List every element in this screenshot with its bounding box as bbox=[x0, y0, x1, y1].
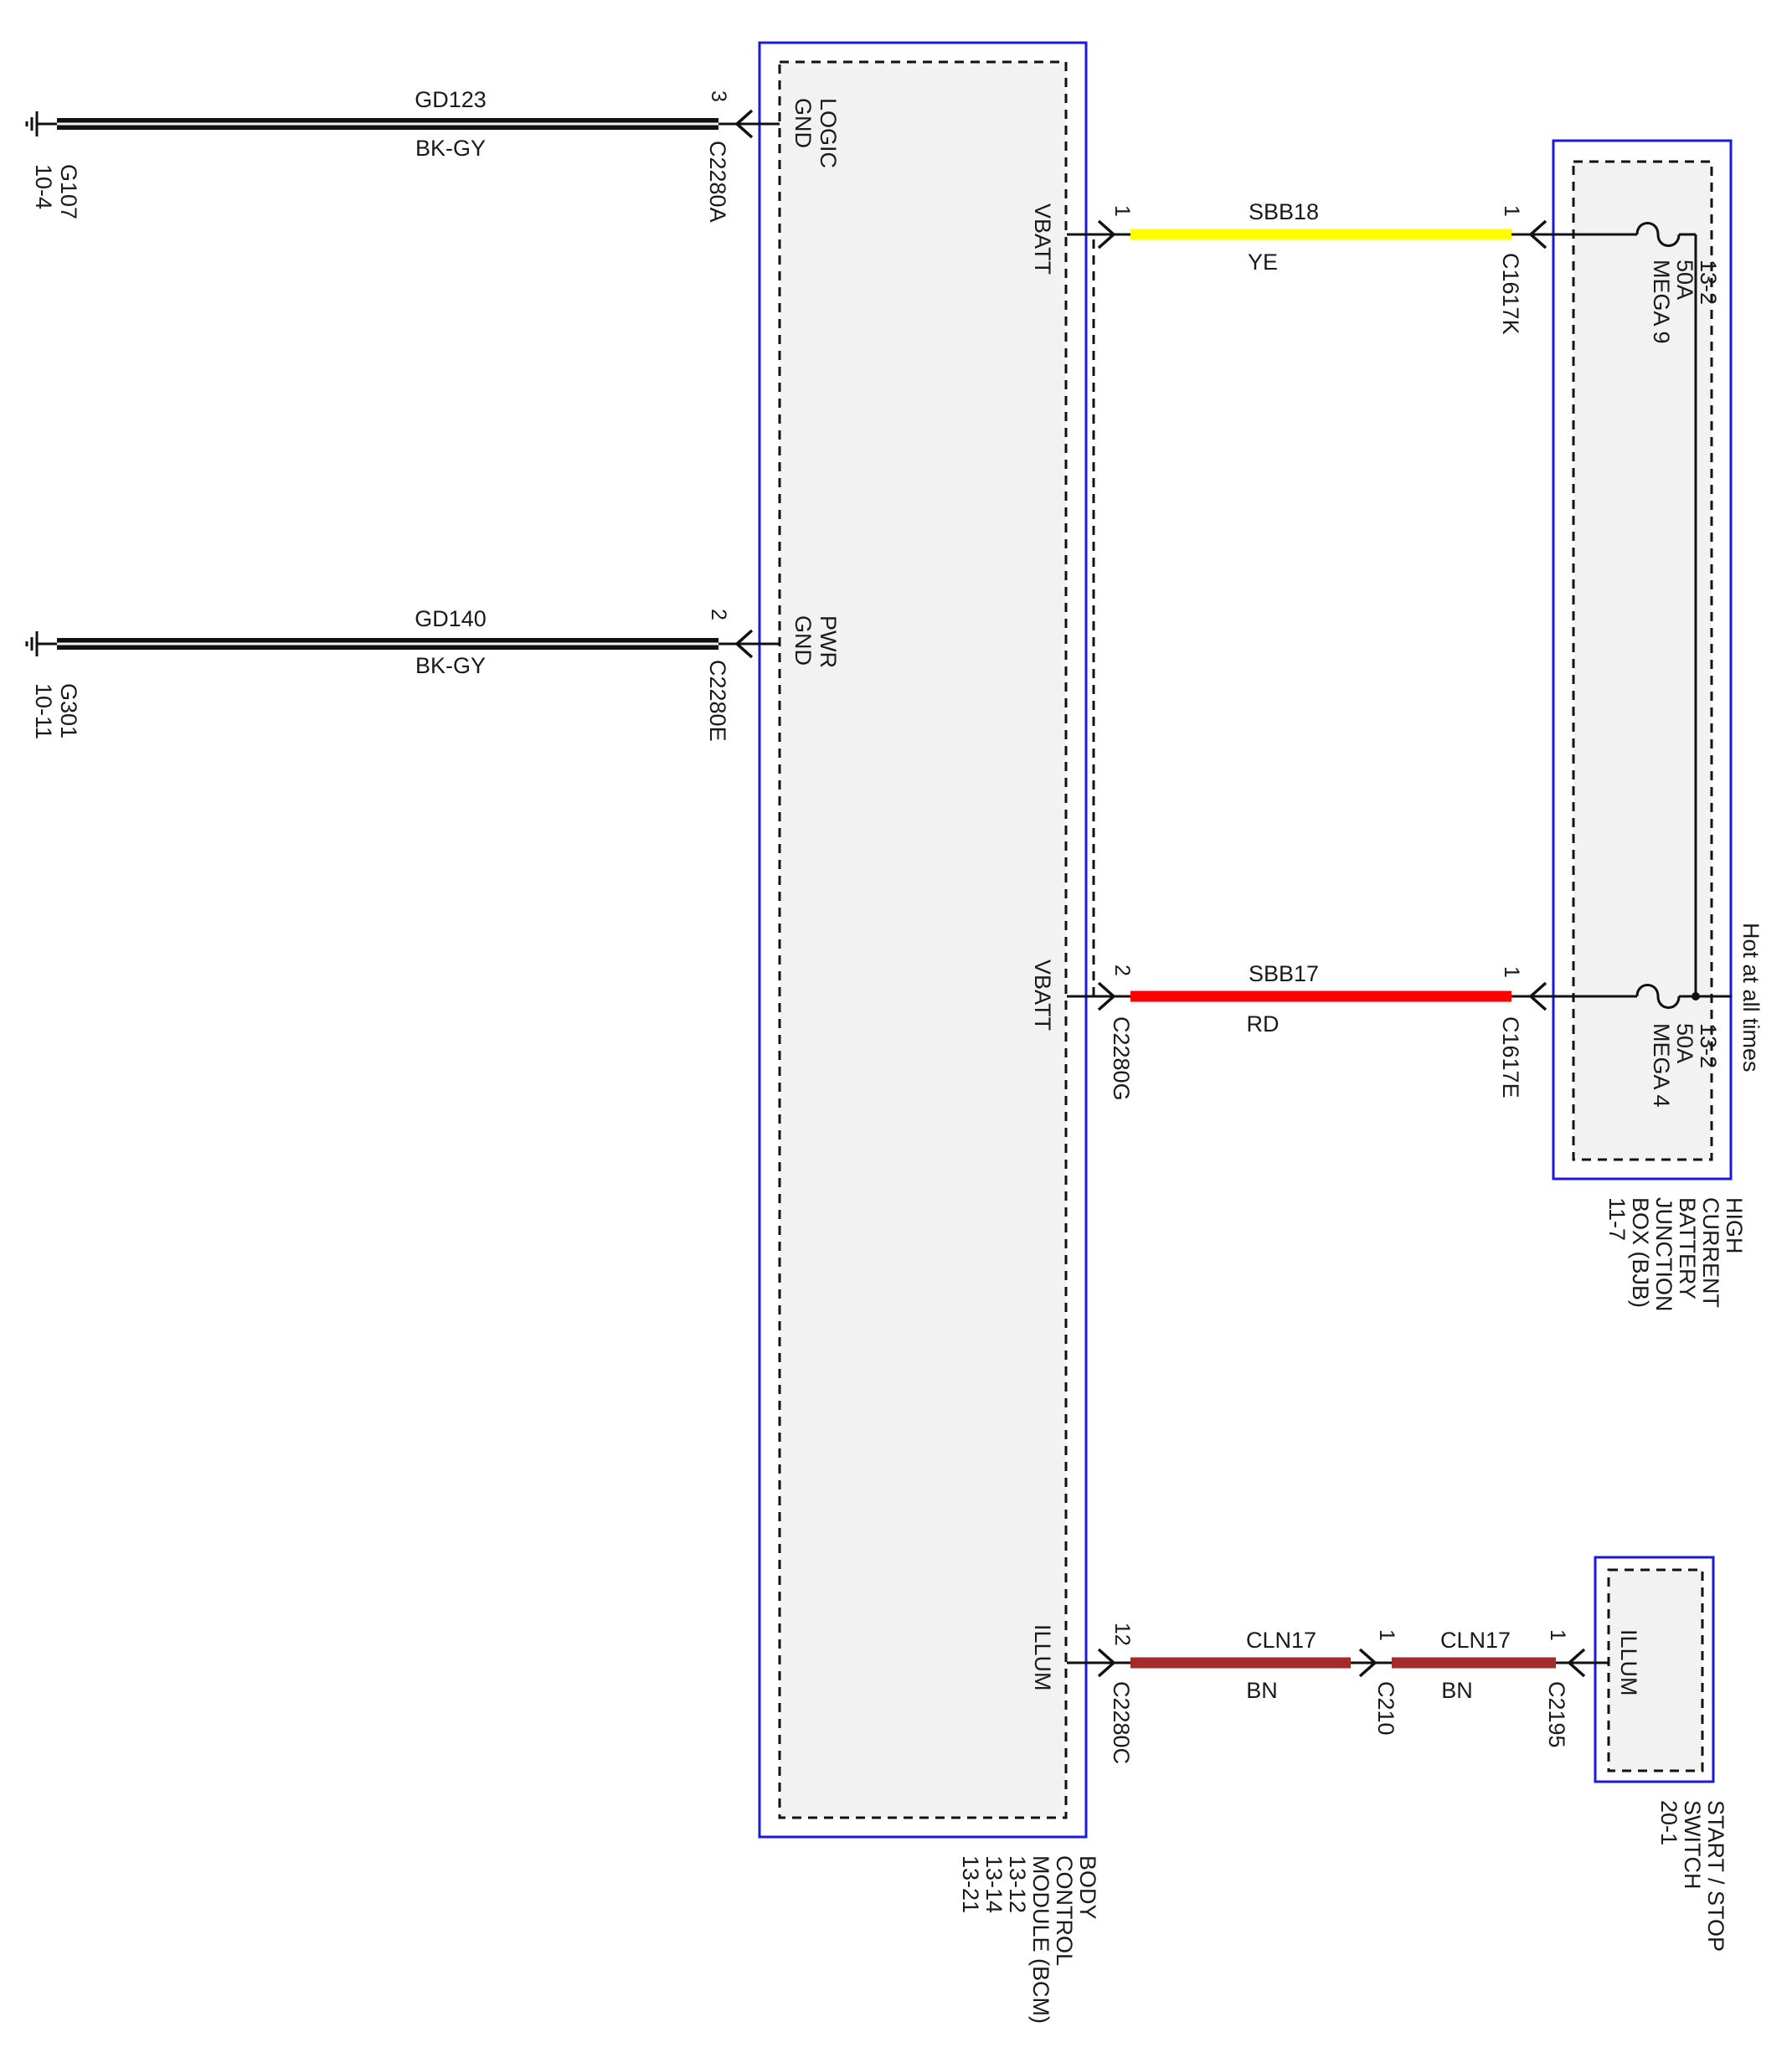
fuse-mega4-icon bbox=[1635, 984, 1681, 1009]
component-label-bjb: HIGH CURRENT BATTERY JUNCTION BOX (BJB) … bbox=[1604, 1197, 1747, 1312]
svg-text:G301: G301 bbox=[56, 683, 81, 738]
pin-2-c2280g: 2 bbox=[1110, 965, 1134, 976]
svg-text:GND: GND bbox=[790, 615, 816, 666]
ground-g107 bbox=[25, 111, 57, 136]
svg-text:BOX (BJB): BOX (BJB) bbox=[1628, 1197, 1653, 1308]
wire-label-sbb17: SBB17 bbox=[1249, 961, 1319, 986]
connector-c2280e-arrow bbox=[734, 629, 754, 659]
pin-1-c210: 1 bbox=[1375, 1629, 1398, 1641]
ground-ref-g107: G107 10-4 bbox=[31, 164, 81, 219]
wire-color-gd123: BK-GY bbox=[415, 136, 486, 161]
bcm-inner bbox=[778, 60, 1068, 1819]
connector-id-c2280e: C2280E bbox=[705, 660, 730, 742]
connector-id-c2280c: C2280C bbox=[1109, 1681, 1134, 1764]
pin-1-c1617k: 1 bbox=[1500, 205, 1523, 217]
ground-ref-g301: G301 10-11 bbox=[31, 683, 81, 739]
svg-text:PWR: PWR bbox=[816, 615, 841, 668]
pin-12-c2280c: 12 bbox=[1110, 1623, 1134, 1646]
ground-icon bbox=[25, 631, 57, 656]
wire-label-gd140: GD140 bbox=[415, 606, 487, 631]
connector-id-c2280a: C2280A bbox=[705, 141, 730, 223]
splice-dot bbox=[1692, 992, 1700, 1001]
connector-id-c210: C210 bbox=[1373, 1681, 1398, 1736]
connector-id-c2280g: C2280G bbox=[1109, 1016, 1134, 1101]
connector-c2195-arrow bbox=[1567, 1648, 1586, 1678]
pin-label-logic-gnd: LOGIC GND bbox=[790, 98, 841, 168]
pin-2-c2280e: 2 bbox=[707, 609, 730, 620]
fuse-mega9-icon bbox=[1635, 222, 1681, 247]
pin-1-c1617e: 1 bbox=[1500, 966, 1523, 978]
battery-junction-box bbox=[1552, 139, 1733, 1181]
svg-text:MODULE (BCM): MODULE (BCM) bbox=[1028, 1855, 1053, 2024]
switch-outline bbox=[1594, 1556, 1715, 1783]
svg-text:CURRENT: CURRENT bbox=[1698, 1197, 1723, 1308]
svg-text:HIGH: HIGH bbox=[1722, 1197, 1747, 1254]
svg-text:SWITCH: SWITCH bbox=[1680, 1800, 1705, 1889]
component-label-start-stop-switch: START / STOP SWITCH 20-1 bbox=[1656, 1800, 1728, 1952]
connector-c2280a-arrow bbox=[734, 109, 754, 139]
bjb-outline bbox=[1552, 139, 1733, 1181]
pin-label-pwr-gnd: PWR GND bbox=[790, 615, 841, 668]
wire-color-sbb18: YE bbox=[1248, 250, 1278, 275]
svg-text:13-21: 13-21 bbox=[958, 1855, 983, 1913]
pin-1-c2280g: 1 bbox=[1110, 205, 1134, 217]
svg-text:10-11: 10-11 bbox=[31, 683, 56, 739]
wire-color-cln17-a: BN bbox=[1246, 1678, 1278, 1703]
connector-id-c2195: C2195 bbox=[1544, 1681, 1569, 1748]
svg-text:LOGIC: LOGIC bbox=[816, 98, 841, 168]
pin-label-illum-bcm: ILLUM bbox=[1030, 1624, 1055, 1691]
connector-id-c1617e: C1617E bbox=[1498, 1016, 1523, 1098]
wire-color-gd140: BK-GY bbox=[415, 653, 486, 678]
ground-g301 bbox=[25, 631, 57, 656]
svg-text:50A: 50A bbox=[1672, 1023, 1697, 1063]
wire-label-cln17-a: CLN17 bbox=[1246, 1628, 1316, 1653]
svg-text:START / STOP: START / STOP bbox=[1703, 1800, 1728, 1952]
connector-id-c1617k: C1617K bbox=[1498, 253, 1523, 335]
pin-label-illum-switch: ILLUM bbox=[1616, 1629, 1641, 1696]
connector-c1617e-arrow bbox=[1528, 981, 1547, 1011]
fuse-label-mega9: MEGA 9 50A 13-2 bbox=[1649, 260, 1721, 344]
wire-label-cln17-b: CLN17 bbox=[1440, 1628, 1511, 1653]
svg-text:JUNCTION: JUNCTION bbox=[1651, 1197, 1676, 1312]
svg-text:GND: GND bbox=[790, 98, 816, 148]
svg-text:BODY: BODY bbox=[1075, 1855, 1100, 1920]
bcm-outline bbox=[758, 41, 1088, 1839]
connector-c1617k-arrow bbox=[1528, 219, 1547, 250]
svg-text:G107: G107 bbox=[56, 164, 81, 219]
svg-text:13-2: 13-2 bbox=[1696, 260, 1721, 305]
start-stop-switch bbox=[1594, 1556, 1715, 1783]
wire-color-sbb17: RD bbox=[1247, 1011, 1280, 1037]
svg-text:13-12: 13-12 bbox=[1005, 1855, 1030, 1913]
connector-c210-arrow bbox=[1358, 1648, 1377, 1678]
power-note: Hot at all times bbox=[1738, 923, 1764, 1073]
switch-inner bbox=[1607, 1568, 1704, 1772]
body-control-module bbox=[758, 41, 1095, 1839]
svg-text:11-7: 11-7 bbox=[1604, 1197, 1630, 1241]
svg-text:13-2: 13-2 bbox=[1696, 1023, 1721, 1068]
pin-3: 3 bbox=[707, 90, 730, 102]
svg-text:MEGA 4: MEGA 4 bbox=[1649, 1023, 1674, 1108]
svg-text:MEGA 9: MEGA 9 bbox=[1649, 260, 1674, 344]
connector-c2280g-arrow bbox=[1097, 981, 1116, 1011]
pin-1-c2195: 1 bbox=[1546, 1629, 1569, 1641]
svg-text:CONTROL: CONTROL bbox=[1052, 1855, 1077, 1966]
svg-text:10-4: 10-4 bbox=[31, 164, 56, 209]
component-label-bcm: BODY CONTROL MODULE (BCM) 13-12 13-14 13… bbox=[958, 1855, 1100, 2024]
svg-text:20-1: 20-1 bbox=[1656, 1800, 1681, 1845]
svg-text:BATTERY: BATTERY bbox=[1675, 1197, 1700, 1299]
svg-text:13-14: 13-14 bbox=[981, 1855, 1007, 1913]
ground-icon bbox=[25, 111, 57, 136]
connector-c2280c-arrow bbox=[1097, 1648, 1116, 1678]
connector-c2280g-top-arrow bbox=[1097, 219, 1116, 250]
pin-label-vbatt-1: VBATT bbox=[1030, 203, 1055, 275]
wire-label-sbb18: SBB18 bbox=[1249, 199, 1319, 224]
wire-color-cln17-b: BN bbox=[1441, 1678, 1473, 1703]
bjb-inner bbox=[1572, 160, 1713, 1161]
wire-label-gd123: GD123 bbox=[415, 87, 487, 112]
fuse-label-mega4: MEGA 4 50A 13-2 bbox=[1649, 1023, 1721, 1108]
pin-label-vbatt-2: VBATT bbox=[1030, 959, 1055, 1031]
bcm-internal-vbatt-link bbox=[1067, 233, 1095, 998]
svg-text:50A: 50A bbox=[1672, 260, 1697, 300]
